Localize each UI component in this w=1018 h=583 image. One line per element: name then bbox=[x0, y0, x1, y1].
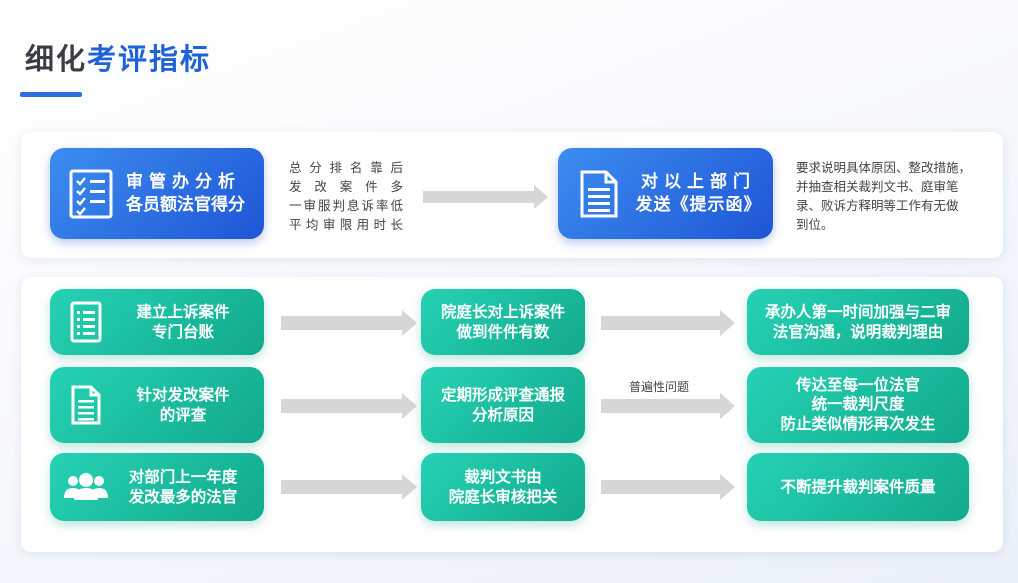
source-box-text: 对部门上一年度 发改最多的法官 bbox=[122, 467, 264, 507]
flow-arrow bbox=[281, 393, 417, 419]
notice-box-text: 对以上部门 发送《提示函》 bbox=[634, 171, 773, 215]
notice-line-1: 对以上部门 bbox=[641, 172, 756, 193]
result-line: 不断提升裁判案件质量 bbox=[780, 477, 936, 496]
analysis-line-2: 各员额法官得分 bbox=[126, 194, 245, 215]
criteria-list: 总分排名靠后 发改案件多 一审服判息诉率低 平均审限用时长 bbox=[289, 158, 403, 234]
criteria-item: 一审服判息诉率低 bbox=[289, 198, 403, 213]
requirement-line: 要求说明具体原因、整改措施， bbox=[796, 160, 972, 175]
checklist-icon bbox=[50, 301, 122, 343]
source-box-ledger: 建立上诉案件 专门台账 bbox=[50, 289, 264, 355]
action-box: 院庭长对上诉案件 做到件件有数 bbox=[421, 289, 585, 355]
requirement-line: 并抽查相关裁判文书、庭审笔 bbox=[796, 179, 959, 194]
action-box: 定期形成评查通报 分析原因 bbox=[421, 367, 585, 443]
analysis-line-1: 审管办分析 bbox=[126, 172, 241, 193]
document-icon bbox=[564, 170, 634, 218]
page-title: 细化考评指标 bbox=[25, 36, 211, 78]
flow-arrow bbox=[601, 393, 735, 419]
top-panel: 审管办分析 各员额法官得分 总分排名靠后 发改案件多 一审服判息诉率低 平均审限… bbox=[21, 132, 1003, 258]
action-box-text: 裁判文书由 院庭长审核把关 bbox=[427, 467, 579, 507]
action-line: 做到件件有数 bbox=[456, 323, 550, 341]
requirement-line: 到位。 bbox=[796, 217, 834, 232]
notice-box: 对以上部门 发送《提示函》 bbox=[558, 148, 773, 239]
action-line: 分析原因 bbox=[471, 406, 534, 424]
bottom-panel: 建立上诉案件 专门台账 院庭长对上诉案件 做到件件有数 承办人第一时间加强与二审… bbox=[21, 277, 1003, 552]
result-line: 统一裁判尺度 bbox=[811, 395, 905, 414]
title-part-dark: 细化 bbox=[25, 42, 88, 76]
criteria-item: 发改案件多 bbox=[289, 179, 403, 194]
title-underline bbox=[20, 92, 82, 97]
result-box: 不断提升裁判案件质量 bbox=[747, 453, 969, 521]
action-line: 院庭长对上诉案件 bbox=[440, 302, 565, 321]
action-line: 定期形成评查通报 bbox=[440, 385, 565, 404]
action-box: 裁判文书由 院庭长审核把关 bbox=[421, 453, 585, 521]
top-arrow bbox=[423, 185, 548, 209]
source-box-text: 针对发改案件 的评查 bbox=[122, 385, 264, 425]
action-line: 院庭长审核把关 bbox=[448, 488, 558, 506]
source-box-judges: 对部门上一年度 发改最多的法官 bbox=[50, 453, 264, 521]
notice-line-2: 发送《提示函》 bbox=[635, 194, 762, 215]
title-part-blue: 考评指标 bbox=[87, 42, 212, 76]
analysis-box-text: 审管办分析 各员额法官得分 bbox=[124, 171, 264, 215]
flow-arrow bbox=[281, 474, 417, 500]
action-box-text: 院庭长对上诉案件 做到件件有数 bbox=[427, 302, 579, 342]
source-line: 发改最多的法官 bbox=[128, 488, 238, 506]
result-line: 防止类似情形再次发生 bbox=[780, 414, 936, 433]
checklist-icon bbox=[58, 169, 124, 219]
requirement-line: 录、败诉方释明等工作有无做 bbox=[796, 198, 959, 213]
source-box-text: 建立上诉案件 专门台账 bbox=[122, 302, 264, 342]
result-box-text: 不断提升裁判案件质量 bbox=[753, 477, 963, 497]
action-line: 裁判文书由 bbox=[464, 467, 542, 486]
source-box-review: 针对发改案件 的评查 bbox=[50, 367, 264, 443]
flow-arrow bbox=[601, 310, 735, 336]
arrow-label: 普遍性问题 bbox=[629, 380, 690, 394]
requirement-text: 要求说明具体原因、整改措施， 并抽查相关裁判文书、庭审笔 录、败诉方释明等工作有… bbox=[796, 158, 996, 234]
flow-arrow bbox=[601, 474, 735, 500]
source-line: 建立上诉案件 bbox=[136, 302, 230, 321]
result-line: 传达至每一位法官 bbox=[795, 375, 920, 394]
result-line: 法官沟通，说明裁判理由 bbox=[772, 323, 944, 341]
source-line: 对部门上一年度 bbox=[128, 467, 238, 486]
flow-arrow bbox=[281, 310, 417, 336]
result-line: 承办人第一时间加强与二审 bbox=[764, 302, 951, 321]
result-box-text: 传达至每一位法官 统一裁判尺度 防止类似情形再次发生 bbox=[753, 376, 963, 434]
document-icon bbox=[50, 385, 122, 425]
result-box: 传达至每一位法官 统一裁判尺度 防止类似情形再次发生 bbox=[747, 367, 969, 443]
source-line: 针对发改案件 bbox=[136, 385, 230, 404]
result-box: 承办人第一时间加强与二审 法官沟通，说明裁判理由 bbox=[747, 289, 969, 355]
criteria-item: 平均审限用时长 bbox=[289, 217, 403, 232]
action-box-text: 定期形成评查通报 分析原因 bbox=[427, 385, 579, 425]
source-line: 专门台账 bbox=[151, 323, 214, 341]
result-box-text: 承办人第一时间加强与二审 法官沟通，说明裁判理由 bbox=[753, 302, 963, 342]
criteria-item: 总分排名靠后 bbox=[289, 160, 403, 175]
source-line: 的评查 bbox=[159, 406, 207, 424]
analysis-box: 审管办分析 各员额法官得分 bbox=[50, 148, 264, 239]
users-icon bbox=[50, 472, 122, 502]
